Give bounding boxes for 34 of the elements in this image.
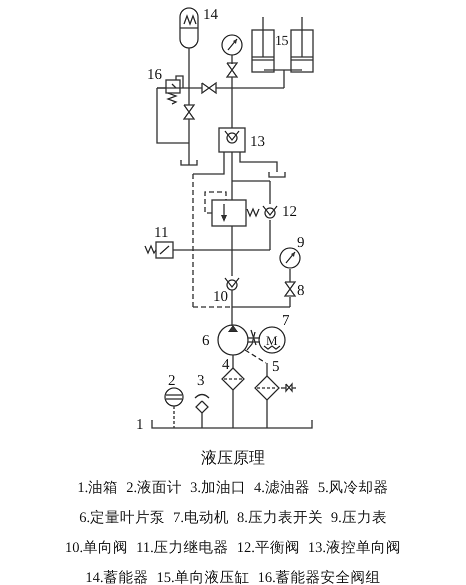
legend-text: 6.定量叶片泵 <box>79 510 166 526</box>
callout-number: 15 <box>275 34 288 49</box>
callout-number: 14 <box>203 8 218 23</box>
legend-text: 1.油箱 <box>77 480 118 496</box>
legend-text: 8.压力表开关 <box>237 510 323 526</box>
callout-number: 13 <box>250 135 265 150</box>
legend-text: 12.平衡阀 <box>236 540 300 556</box>
legend-text: 7.电动机 <box>173 510 229 526</box>
legend-text: 14.蓄能器 <box>85 570 148 585</box>
callout-number: 9 <box>297 236 304 251</box>
callout-number: 16 <box>147 68 162 83</box>
legend-text: 11.压力继电器 <box>136 540 229 556</box>
legend-text: 4.滤油器 <box>254 480 310 496</box>
legend-text: 16.蓄能器安全阀组 <box>258 570 381 585</box>
callout-number: 11 <box>154 226 168 241</box>
callout-number: 5 <box>272 360 280 375</box>
callout-number: 12 <box>282 205 297 220</box>
legend-text: 3.加油口 <box>190 480 246 496</box>
legend-text: 15.单向液压缸 <box>156 570 250 585</box>
callout-number: 2 <box>168 374 176 389</box>
legend-text: 5.风冷却器 <box>318 480 389 496</box>
diagram-caption: 液压原理 <box>200 448 266 469</box>
legend-text: 2.液面计 <box>126 480 182 496</box>
callout-number: 4 <box>222 358 230 373</box>
motor-letter: M <box>266 333 278 348</box>
callout-number: 10 <box>213 290 228 305</box>
callout-number: 1 <box>136 418 144 433</box>
callout-number: 6 <box>202 334 210 349</box>
callout-number: 3 <box>197 374 204 389</box>
legend-text: 13.液控单向阀 <box>308 540 401 556</box>
legend-text: 9.压力表 <box>330 510 387 526</box>
legend-text: 10.单向阀 <box>65 540 128 556</box>
callout-number: 7 <box>282 314 290 329</box>
callout-number: 8 <box>297 284 304 299</box>
